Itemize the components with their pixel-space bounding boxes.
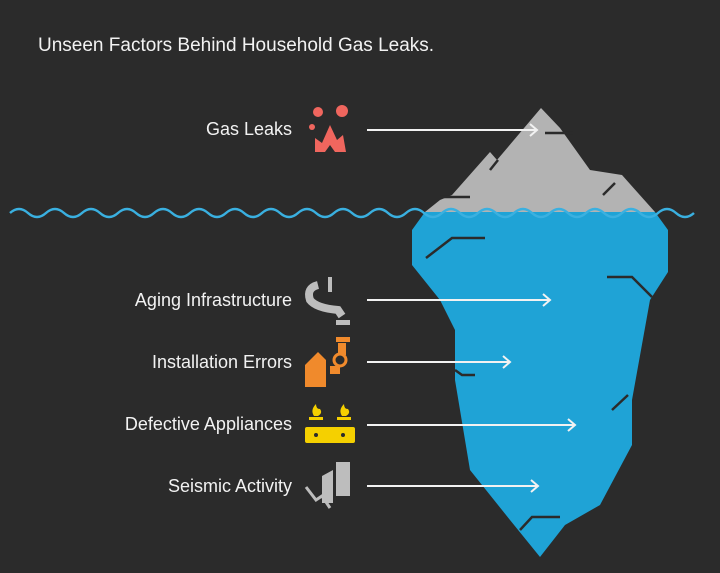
arrow-aging	[367, 293, 552, 307]
arrow-installation	[367, 355, 512, 369]
earthquake-buildings-icon	[304, 462, 350, 509]
gas-stove-icon	[305, 404, 355, 443]
iceberg-cracks	[425, 131, 653, 531]
arrow-defective	[367, 418, 577, 432]
gas-leak-fire-icon	[309, 105, 348, 152]
arrow-gas-leaks	[367, 123, 539, 137]
label-aging-infrastructure: Aging Infrastructure	[134, 290, 292, 310]
water-line	[9, 207, 695, 219]
arrow-seismic	[367, 479, 540, 493]
pipe-icon	[305, 277, 350, 325]
iceberg-tip	[425, 108, 655, 212]
iceberg-underwater	[412, 212, 668, 557]
label-seismic-activity: Seismic Activity	[167, 476, 292, 496]
page-title: Unseen Factors Behind Household Gas Leak…	[38, 35, 435, 56]
installation-pipe-icon	[305, 337, 350, 387]
label-gas-leaks: Gas Leaks	[205, 119, 292, 139]
label-defective-appliances: Defective Appliances	[124, 414, 292, 434]
label-installation-errors: Installation Errors	[151, 352, 292, 372]
arrows	[367, 123, 577, 493]
